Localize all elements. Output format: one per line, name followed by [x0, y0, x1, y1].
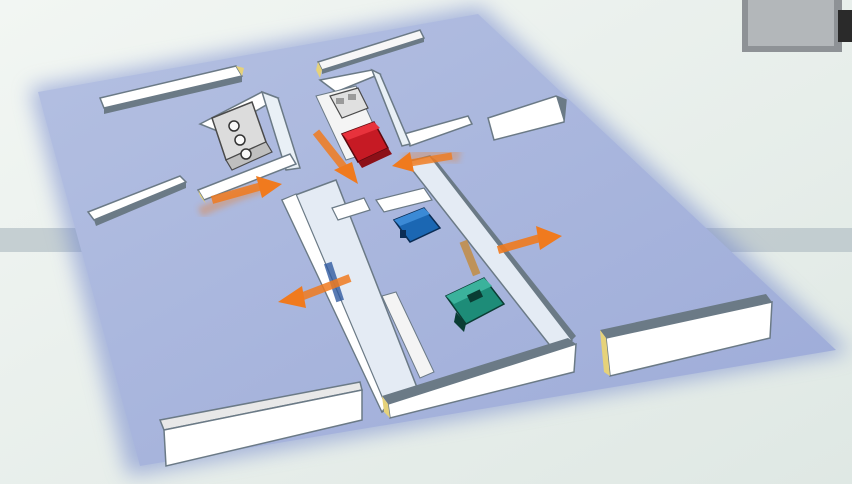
partition-wall-icon [316, 29, 426, 78]
machine-icon-green [444, 277, 506, 332]
direction-arrow-icon [278, 274, 352, 308]
corridor-end-wall [382, 338, 577, 419]
machine-icon-red [340, 121, 392, 168]
corridor-divider [331, 187, 435, 379]
machine-icon-blue [392, 207, 442, 243]
partition-wall-icon [86, 175, 188, 226]
direction-arrow-icon [496, 226, 562, 254]
partition-wall-icon [487, 95, 567, 141]
device-corner [742, 0, 852, 52]
machine-icon [211, 101, 273, 171]
door-slot [459, 239, 481, 277]
direction-arrow-icon [197, 176, 282, 217]
partition-wall-icon [600, 294, 773, 377]
partition-wall-icon [158, 381, 363, 467]
machine-icon [329, 87, 369, 119]
direction-arrow-icon [312, 129, 358, 184]
partition-wall-icon [98, 65, 244, 114]
direction-arrow-icon [392, 147, 462, 172]
